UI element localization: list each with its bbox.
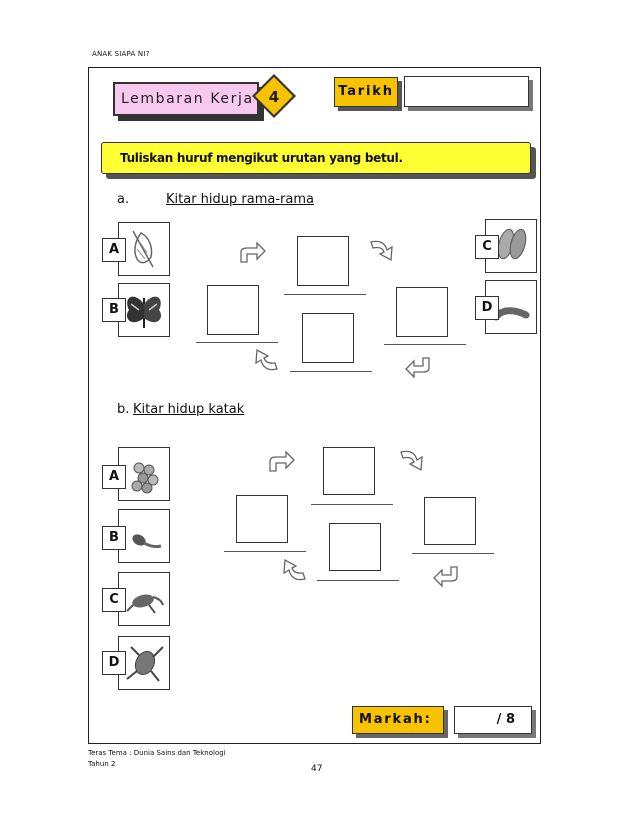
tadpole-icon <box>132 534 162 549</box>
card-c-froglet <box>118 572 170 626</box>
card-b-tadpole <box>118 509 170 563</box>
marks-field[interactable]: / 8 <box>454 706 532 734</box>
answer-line <box>311 504 393 505</box>
card-d-frog <box>118 636 170 690</box>
header-title: ANAK SIAPA NI? <box>92 50 150 58</box>
answer-box-b3[interactable] <box>329 523 381 571</box>
answer-box-b4[interactable] <box>236 495 288 543</box>
answer-box-b2[interactable] <box>424 497 476 545</box>
arrow-right-icon <box>240 241 266 263</box>
frog-icon <box>126 646 164 682</box>
card-b-letter: B <box>102 526 126 550</box>
section-b-title: Kitar hidup katak <box>133 402 245 417</box>
answer-box-a4[interactable] <box>207 285 259 335</box>
arrow-down-right-icon <box>370 240 393 262</box>
number-diamond <box>252 74 296 118</box>
card-d-letter: D <box>102 651 126 675</box>
arrow-down-right-icon <box>400 450 423 472</box>
card-c-eggs <box>485 219 537 273</box>
card-a-letter: A <box>102 465 126 489</box>
date-field[interactable] <box>404 76 529 107</box>
answer-line <box>224 551 306 552</box>
worksheet-label: Lembaran Kerja <box>113 82 259 116</box>
answer-line <box>290 371 372 372</box>
answer-box-b1[interactable] <box>323 447 375 495</box>
chrysalis-icon <box>132 230 154 268</box>
page-number: 47 <box>311 764 323 774</box>
card-a-frog-eggs <box>118 447 170 501</box>
answer-line <box>384 344 466 345</box>
footer-year: Tahun 2 <box>88 760 116 768</box>
section-a-title: Kitar hidup rama-rama <box>166 192 314 207</box>
footer-theme: Teras Tema : Dunia Sains dan Teknologi <box>88 749 226 757</box>
frog-eggs-icon <box>131 462 159 494</box>
card-c-letter: C <box>475 235 499 259</box>
card-c-letter: C <box>102 588 126 612</box>
answer-box-a2[interactable] <box>396 287 448 337</box>
card-a-chrysalis <box>118 222 170 276</box>
marks-label: Markah: <box>352 706 444 734</box>
card-b-butterfly <box>118 283 170 337</box>
arrow-left-icon <box>433 566 458 588</box>
worksheet-frame <box>88 67 541 744</box>
answer-line <box>196 342 278 343</box>
arrow-right-icon <box>269 450 295 472</box>
worksheet-number: 4 <box>268 88 280 106</box>
froglet-icon <box>126 594 164 614</box>
date-label: Tarikh <box>334 77 398 107</box>
butterfly-icon <box>126 296 162 328</box>
eggs-icon <box>497 228 527 260</box>
answer-line <box>284 294 366 295</box>
answer-line <box>412 553 494 554</box>
answer-line <box>317 580 399 581</box>
card-a-letter: A <box>102 238 126 262</box>
arrow-up-left-icon <box>255 348 278 371</box>
card-b-letter: B <box>102 298 126 322</box>
arrow-left-icon <box>405 357 430 379</box>
instruction-banner: Tuliskan huruf mengikut urutan yang betu… <box>101 142 531 174</box>
arrow-up-left-icon <box>283 558 306 581</box>
card-d-letter: D <box>475 296 499 320</box>
answer-box-a1[interactable] <box>297 236 349 286</box>
section-a-letter: a. <box>117 192 130 207</box>
section-b-letter: b. <box>117 402 130 417</box>
answer-box-a3[interactable] <box>302 313 354 363</box>
